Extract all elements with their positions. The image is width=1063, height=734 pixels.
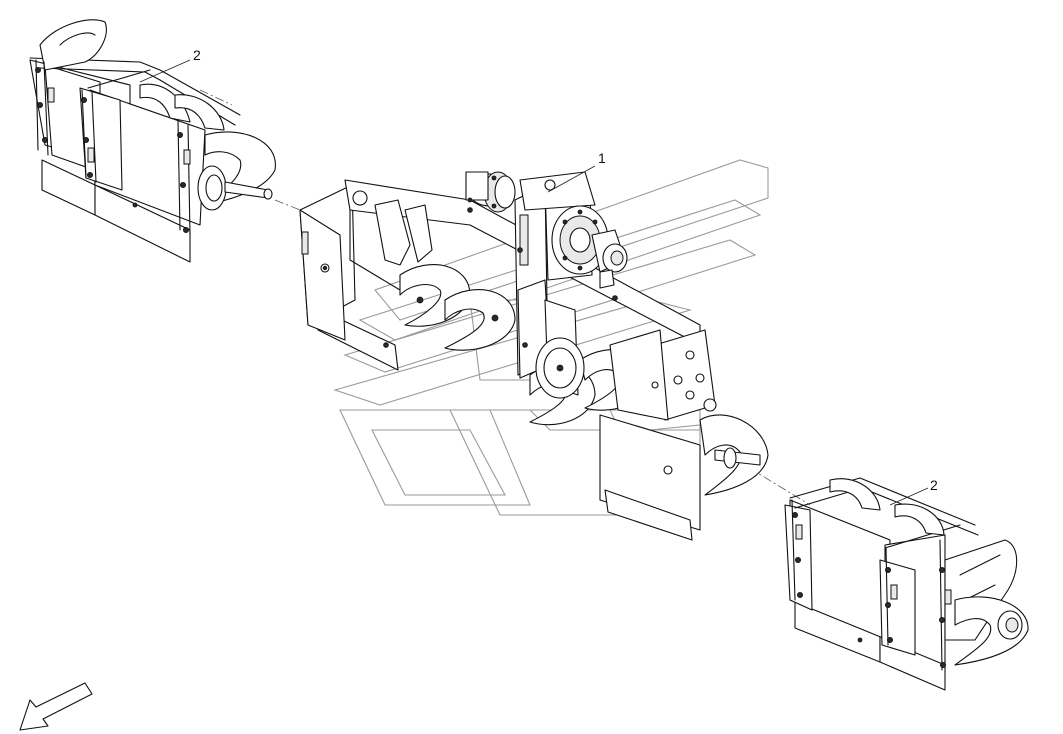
right-extension-auger bbox=[784, 477, 1029, 691]
callout-1: 1 bbox=[547, 150, 606, 193]
callout-2-right: 2 bbox=[889, 477, 938, 506]
direction-arrow-icon bbox=[19, 682, 93, 731]
callout-label: 1 bbox=[598, 150, 606, 166]
left-extension-auger bbox=[29, 19, 276, 263]
callout-label: 2 bbox=[193, 47, 201, 63]
callout-label: 2 bbox=[930, 477, 938, 493]
main-auger-drive-assembly bbox=[299, 171, 769, 541]
callout-2-left: 2 bbox=[139, 47, 201, 83]
